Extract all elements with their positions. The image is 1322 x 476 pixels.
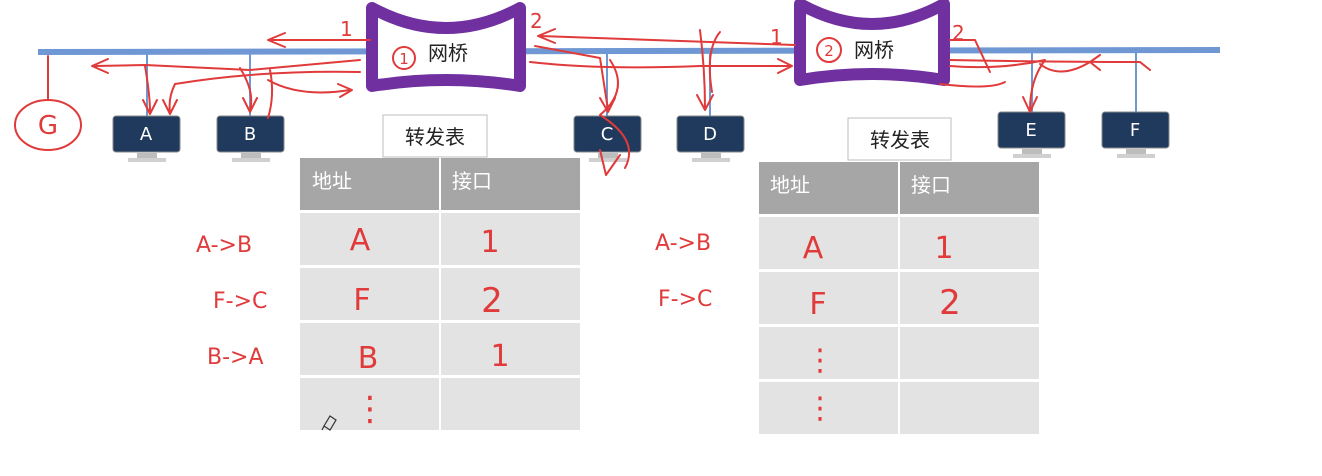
port-labels: 1 2 1 2 <box>340 9 965 49</box>
bridge-1-number: 1 <box>399 50 409 68</box>
left-forwarding-table: 转发表 地址 接口 <box>300 114 580 430</box>
left-note-row-1: A->B <box>196 233 252 258</box>
left-header-address: 地址 <box>312 169 352 193</box>
host-c[interactable]: C <box>573 115 642 162</box>
bridge-2-number: 2 <box>824 42 834 60</box>
left-note-row-2: F->C <box>213 289 267 314</box>
host-e-label: E <box>1025 120 1036 141</box>
right-address-row-3: ⋮ <box>805 343 835 378</box>
left-address-row-1: A <box>350 223 371 258</box>
right-port-row-2: 2 <box>939 283 961 323</box>
right-address-row-1: A <box>803 231 824 266</box>
right-table-title-box <box>847 117 952 161</box>
left-address-row-2: F <box>353 283 370 318</box>
right-port-row-1: 1 <box>934 231 953 266</box>
host-f[interactable]: F <box>1101 111 1170 158</box>
bridge-2: 网桥 <box>794 0 950 86</box>
right-table-values: A->B F->C A F ⋮ ⋮ 1 2 <box>655 231 961 426</box>
host-d[interactable]: D <box>676 115 745 162</box>
host-g-label: G <box>38 111 58 141</box>
right-forwarding-table: 转发表 地址 接口 <box>759 117 1039 434</box>
pen-cursor-icon <box>321 415 337 431</box>
left-table-values: A->B F->C B->A A F B ⋮ 1 2 1 <box>196 223 510 429</box>
right-note-row-1: A->B <box>655 231 711 256</box>
left-port-row-3: 1 <box>490 339 509 374</box>
bridge-2-label: 网桥 <box>854 38 894 62</box>
left-table-title-box <box>382 114 488 158</box>
right-address-row-4: ⋮ <box>805 391 835 426</box>
bridge-1-label: 网桥 <box>428 41 468 65</box>
bridge-1: 网桥 <box>366 2 526 92</box>
host-c-label: C <box>601 124 614 145</box>
bridge1-port1-label: 1 <box>340 17 353 41</box>
right-header-address: 地址 <box>770 173 810 197</box>
host-b[interactable]: B <box>216 115 285 162</box>
hand-annotations <box>14 28 1151 176</box>
host-a[interactable]: A <box>112 115 181 162</box>
host-e[interactable]: E <box>997 111 1066 158</box>
bridge-number-marks: 1 2 <box>392 37 842 70</box>
left-table-title: 转发表 <box>405 125 465 149</box>
host-d-label: D <box>703 124 717 145</box>
left-note-row-3: B->A <box>207 345 264 370</box>
host-a-label: A <box>140 124 153 145</box>
right-header-port: 接口 <box>911 173 951 197</box>
bridge2-port1-label: 1 <box>770 25 783 49</box>
left-port-row-2: 2 <box>481 281 503 321</box>
bridge2-port2-label: 2 <box>952 21 965 45</box>
bridge1-port2-label: 2 <box>530 9 543 33</box>
left-address-row-4: ⋮ <box>353 389 387 429</box>
right-table-title: 转发表 <box>870 128 930 152</box>
left-header-port: 接口 <box>452 169 492 193</box>
host-b-label: B <box>244 124 256 145</box>
right-address-row-2: F <box>809 287 826 322</box>
lan-bus <box>37 47 1221 55</box>
host-f-label: F <box>1130 120 1140 141</box>
left-address-row-3: B <box>358 341 379 376</box>
right-note-row-2: F->C <box>658 287 712 312</box>
left-port-row-1: 1 <box>480 225 499 260</box>
